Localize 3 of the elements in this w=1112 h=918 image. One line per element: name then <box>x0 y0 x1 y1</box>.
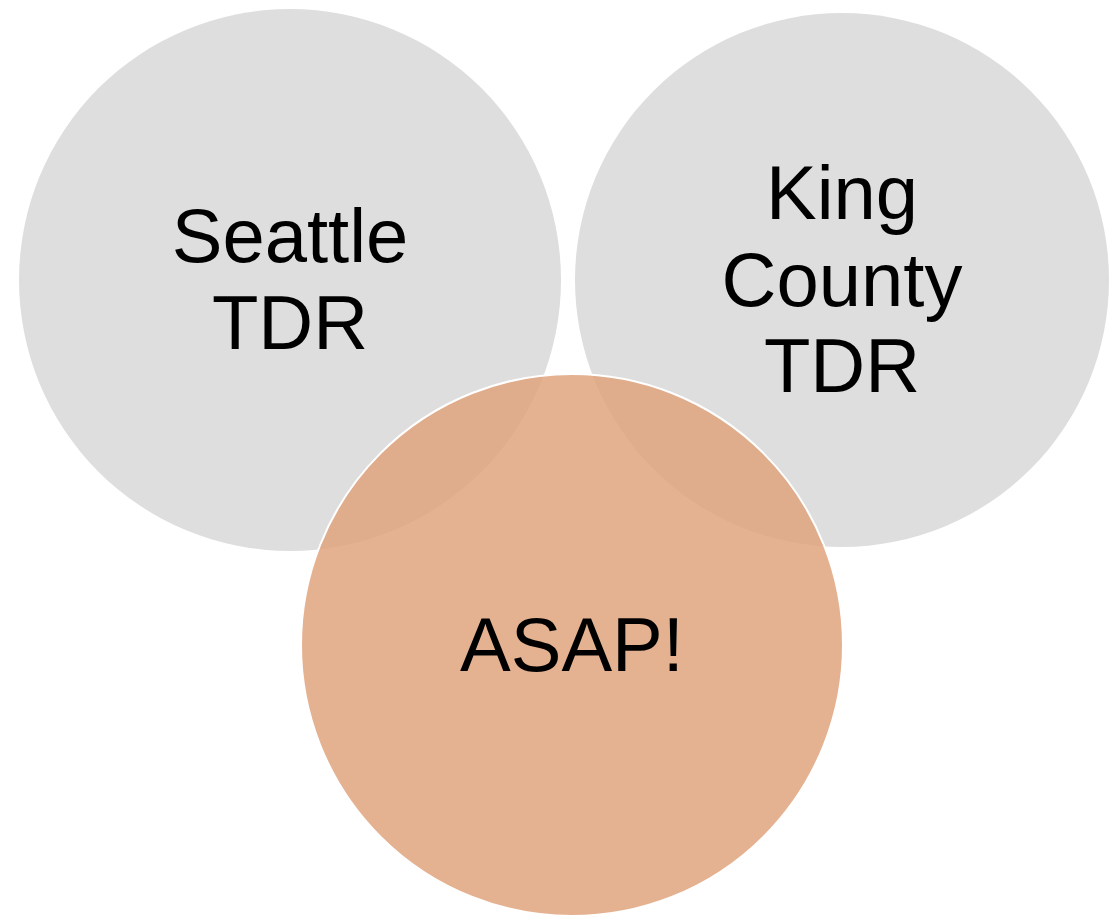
circle-label: Seattle TDR <box>170 193 410 367</box>
circle-label: King County TDR <box>720 150 964 410</box>
circle-label: ASAP! <box>459 601 685 689</box>
